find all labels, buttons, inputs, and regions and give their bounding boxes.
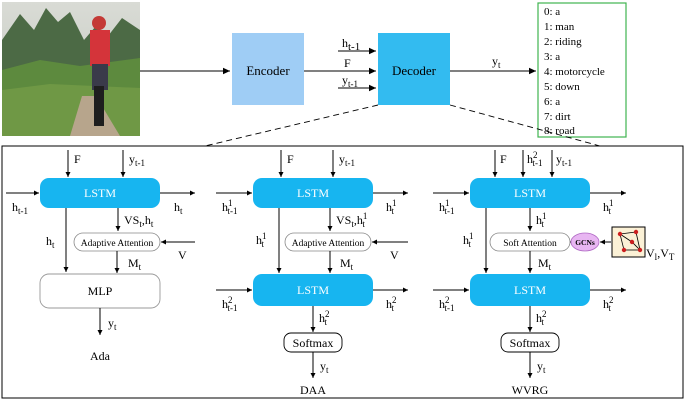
decoder-output-y: yt (492, 54, 501, 70)
wvrg-gcn-label: GCNs (575, 238, 595, 247)
decoder-label: Decoder (392, 63, 437, 78)
word-item: 3: a (544, 51, 560, 63)
encoder-label: Encoder (246, 63, 290, 78)
ada-model: F yt-1 LSTM ht-1 ht VSt,ht ht Adaptive A… (6, 150, 195, 363)
wvrg-lstm-2 (470, 274, 590, 306)
word-item: 4: motorcycle (544, 66, 605, 78)
word-item: 6: a (544, 96, 560, 108)
ada-lstm-label: LSTM (84, 186, 116, 200)
daa-lstm-2 (253, 274, 373, 306)
daa-lstm-1 (253, 178, 373, 208)
ada-input-y: yt-1 (129, 152, 145, 168)
ada-vs-label: VSt,ht (124, 213, 154, 229)
decoder-input-f: F (344, 56, 351, 70)
ada-input-f: F (74, 152, 81, 166)
decoder-box (378, 33, 450, 105)
region-graph-icon (611, 226, 646, 258)
wvrg-output-y: yt (537, 359, 546, 375)
daa-lstm-1-label: LSTM (297, 186, 329, 200)
input-photo (2, 2, 140, 136)
ada-mlp-label: MLP (88, 284, 113, 298)
daa-attention-label: Adaptive Attention (292, 239, 365, 249)
ada-right-h: ht (174, 200, 183, 216)
wvrg-input-f: F (500, 152, 507, 166)
ada-lstm (40, 178, 160, 208)
daa-m: Mt (340, 256, 354, 272)
zoom-line-right (449, 104, 601, 147)
decoder-input-y: yt-1 (342, 73, 358, 89)
daa-name: DAA (300, 383, 326, 397)
word-item: 8: road (544, 125, 575, 137)
daa-lstm-2-label: LSTM (297, 283, 329, 297)
daa-v: V (390, 248, 399, 262)
word-item: 5: down (544, 81, 580, 93)
daa-input-y: yt-1 (339, 152, 355, 168)
zoom-line-left (204, 104, 379, 147)
wvrg-visual-input: Vl,VT (646, 246, 675, 262)
wvrg-lstm-2-label: LSTM (514, 283, 546, 297)
wvrg-lstm-1 (470, 178, 590, 208)
word-item: 1: man (544, 21, 575, 33)
ada-name: Ada (90, 349, 111, 363)
variants-panel (1, 145, 684, 399)
wvrg-name: WVRG (512, 383, 549, 397)
ada-m: Mt (128, 256, 142, 272)
wvrg-gcn-node (570, 232, 600, 252)
ada-v: V (178, 248, 187, 262)
wvrg-input-y: yt-1 (556, 152, 572, 168)
word-list: 0: a 1: man 2: riding 3: a 4: motorcycle… (544, 6, 605, 137)
decoder-input-h: ht-1 (342, 36, 360, 53)
ada-output-y: yt (108, 316, 117, 332)
ada-attention-label: Adaptive Attention (81, 239, 154, 249)
wvrg-lstm-1-label: LSTM (514, 186, 546, 200)
daa-softmax-label: Softmax (293, 336, 334, 350)
ada-left-h: ht-1 (12, 200, 28, 216)
word-item: 0: a (544, 6, 560, 18)
daa-output-y: yt (320, 359, 329, 375)
daa-input-f: F (287, 152, 294, 166)
ada-side-h: ht (46, 234, 55, 250)
wvrg-attention-label: Soft Attention (503, 238, 557, 249)
word-list-box (537, 2, 627, 138)
encoder-box (232, 33, 304, 105)
word-item: 7: dirt (544, 111, 571, 123)
wvrg-softmax-label: Softmax (510, 336, 551, 350)
daa-attention-box (284, 232, 372, 252)
word-item: 2: riding (544, 36, 582, 48)
wvrg-m: Mt (538, 256, 552, 272)
